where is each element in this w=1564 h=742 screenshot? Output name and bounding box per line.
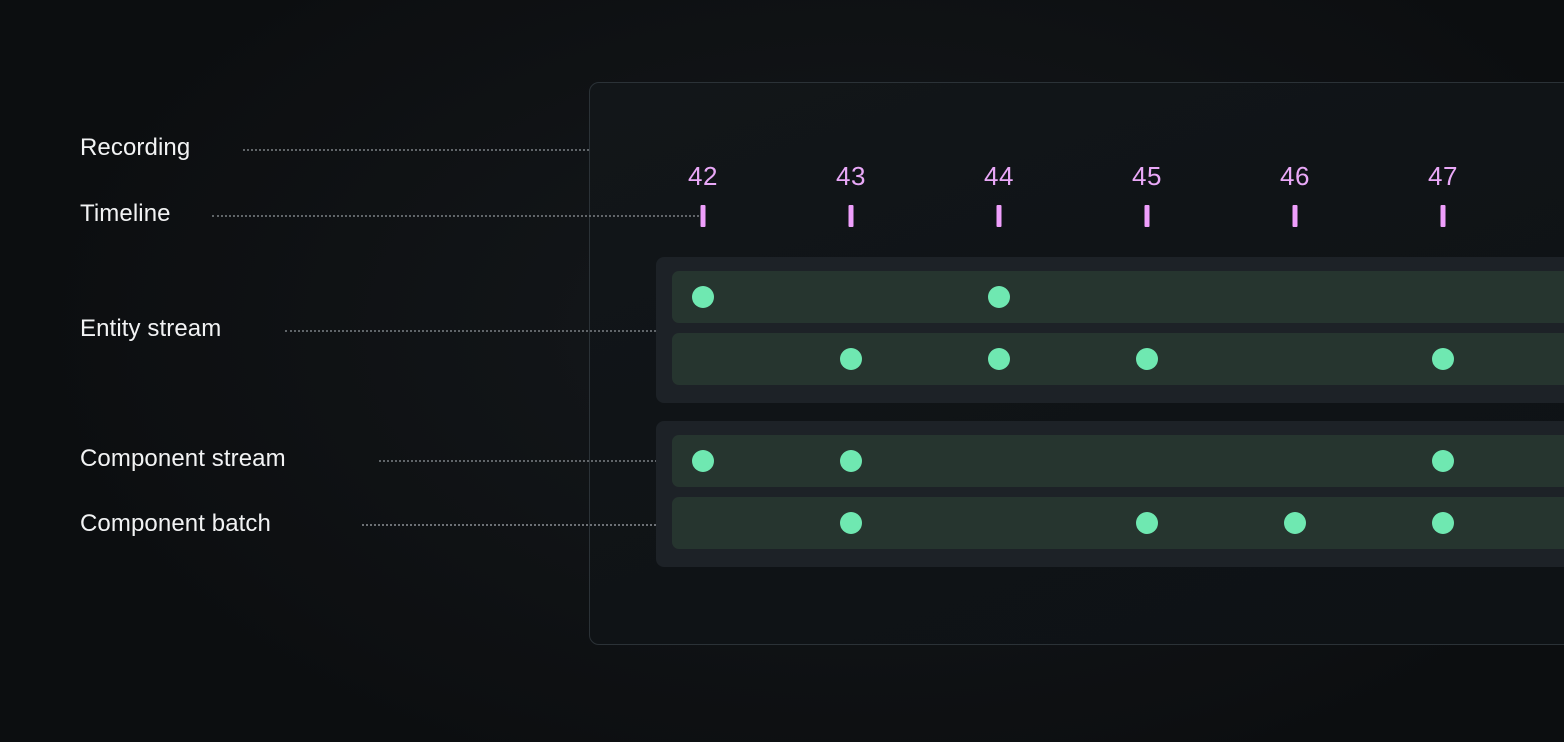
timeline-tick-mark-44[interactable]	[996, 205, 1002, 227]
event-dot[interactable]	[1432, 450, 1454, 472]
timeline-tick-label-46: 46	[1280, 161, 1310, 191]
event-dot[interactable]	[692, 286, 714, 308]
leader-recording	[243, 149, 589, 151]
event-dot[interactable]	[1136, 512, 1158, 534]
timeline-tick-mark-43[interactable]	[848, 205, 854, 227]
event-dot[interactable]	[692, 450, 714, 472]
leader-entity-stream	[285, 330, 656, 332]
event-dot[interactable]	[840, 450, 862, 472]
entity-stream-track-1[interactable]	[672, 333, 1564, 385]
component-stream-track-0[interactable]	[672, 435, 1564, 487]
timeline-tick-label-43: 43	[836, 161, 866, 191]
leader-timeline	[212, 215, 703, 217]
label-timeline: Timeline	[80, 200, 171, 227]
event-dot[interactable]	[1284, 512, 1306, 534]
event-dot[interactable]	[988, 348, 1010, 370]
timeline-tick-mark-42[interactable]	[700, 205, 706, 227]
label-recording: Recording	[80, 134, 191, 161]
label-entity-stream: Entity stream	[80, 315, 222, 342]
timeline-tick-label-45: 45	[1132, 161, 1162, 191]
component-stream-group	[656, 421, 1564, 567]
timeline-tick-mark-47[interactable]	[1440, 205, 1446, 227]
event-dot[interactable]	[840, 348, 862, 370]
event-dot[interactable]	[1432, 512, 1454, 534]
timeline-tick-mark-46[interactable]	[1292, 205, 1298, 227]
leader-component-stream	[379, 460, 673, 462]
event-dot[interactable]	[840, 512, 862, 534]
label-component-stream: Component stream	[80, 445, 286, 472]
leader-component-batch	[362, 524, 852, 526]
timeline-tick-label-47: 47	[1428, 161, 1458, 191]
event-dot[interactable]	[1432, 348, 1454, 370]
timeline-tick-label-42: 42	[688, 161, 718, 191]
label-component-batch: Component batch	[80, 510, 271, 537]
component-stream-track-1[interactable]	[672, 497, 1564, 549]
entity-stream-track-0[interactable]	[672, 271, 1564, 323]
timeline-tick-label-44: 44	[984, 161, 1014, 191]
entity-stream-group	[656, 257, 1564, 403]
event-dot[interactable]	[988, 286, 1010, 308]
event-dot[interactable]	[1136, 348, 1158, 370]
timeline-tick-mark-45[interactable]	[1144, 205, 1150, 227]
